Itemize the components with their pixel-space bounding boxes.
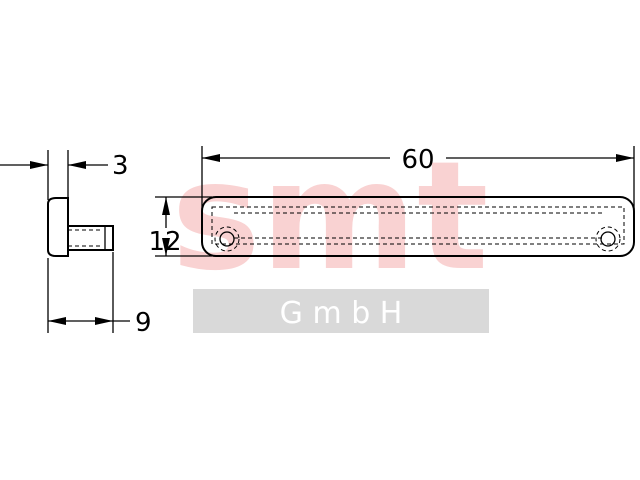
dim-value-length: 60 [401,145,434,175]
plate-outline [201,196,635,257]
clip-head [47,197,69,257]
right-hole-outer [595,226,621,252]
arrow-left [202,154,220,162]
arrow-left [48,317,66,325]
arrow-right [30,161,48,169]
right-hole-inner [600,231,616,247]
arrow-top [162,197,170,215]
plate-hidden-outline [211,206,625,245]
dim-value-overall-height: 9 [135,308,152,338]
arrow-right [95,317,113,325]
arrow-bottom [162,238,170,256]
dimension-length: 60 [201,145,635,215]
arrow-right [616,154,634,162]
watermark-sub-text: G m b H [280,296,403,331]
dimension-overall-height: 9 [47,252,152,338]
clip-pin [68,225,114,251]
dimension-thickness: 3 [0,150,129,200]
dimension-width: 12 [148,196,212,257]
dim-value-width: 12 [148,227,181,257]
side-view [47,197,114,257]
arrow-left [68,161,86,169]
top-view [201,196,635,257]
watermark: G m b H smt [171,130,489,333]
left-hole-outer [214,226,240,252]
watermark-logo-text: smt [171,130,488,304]
dim-value-thickness: 3 [112,151,129,181]
watermark-band [193,289,489,333]
left-hole-inner [219,231,235,247]
